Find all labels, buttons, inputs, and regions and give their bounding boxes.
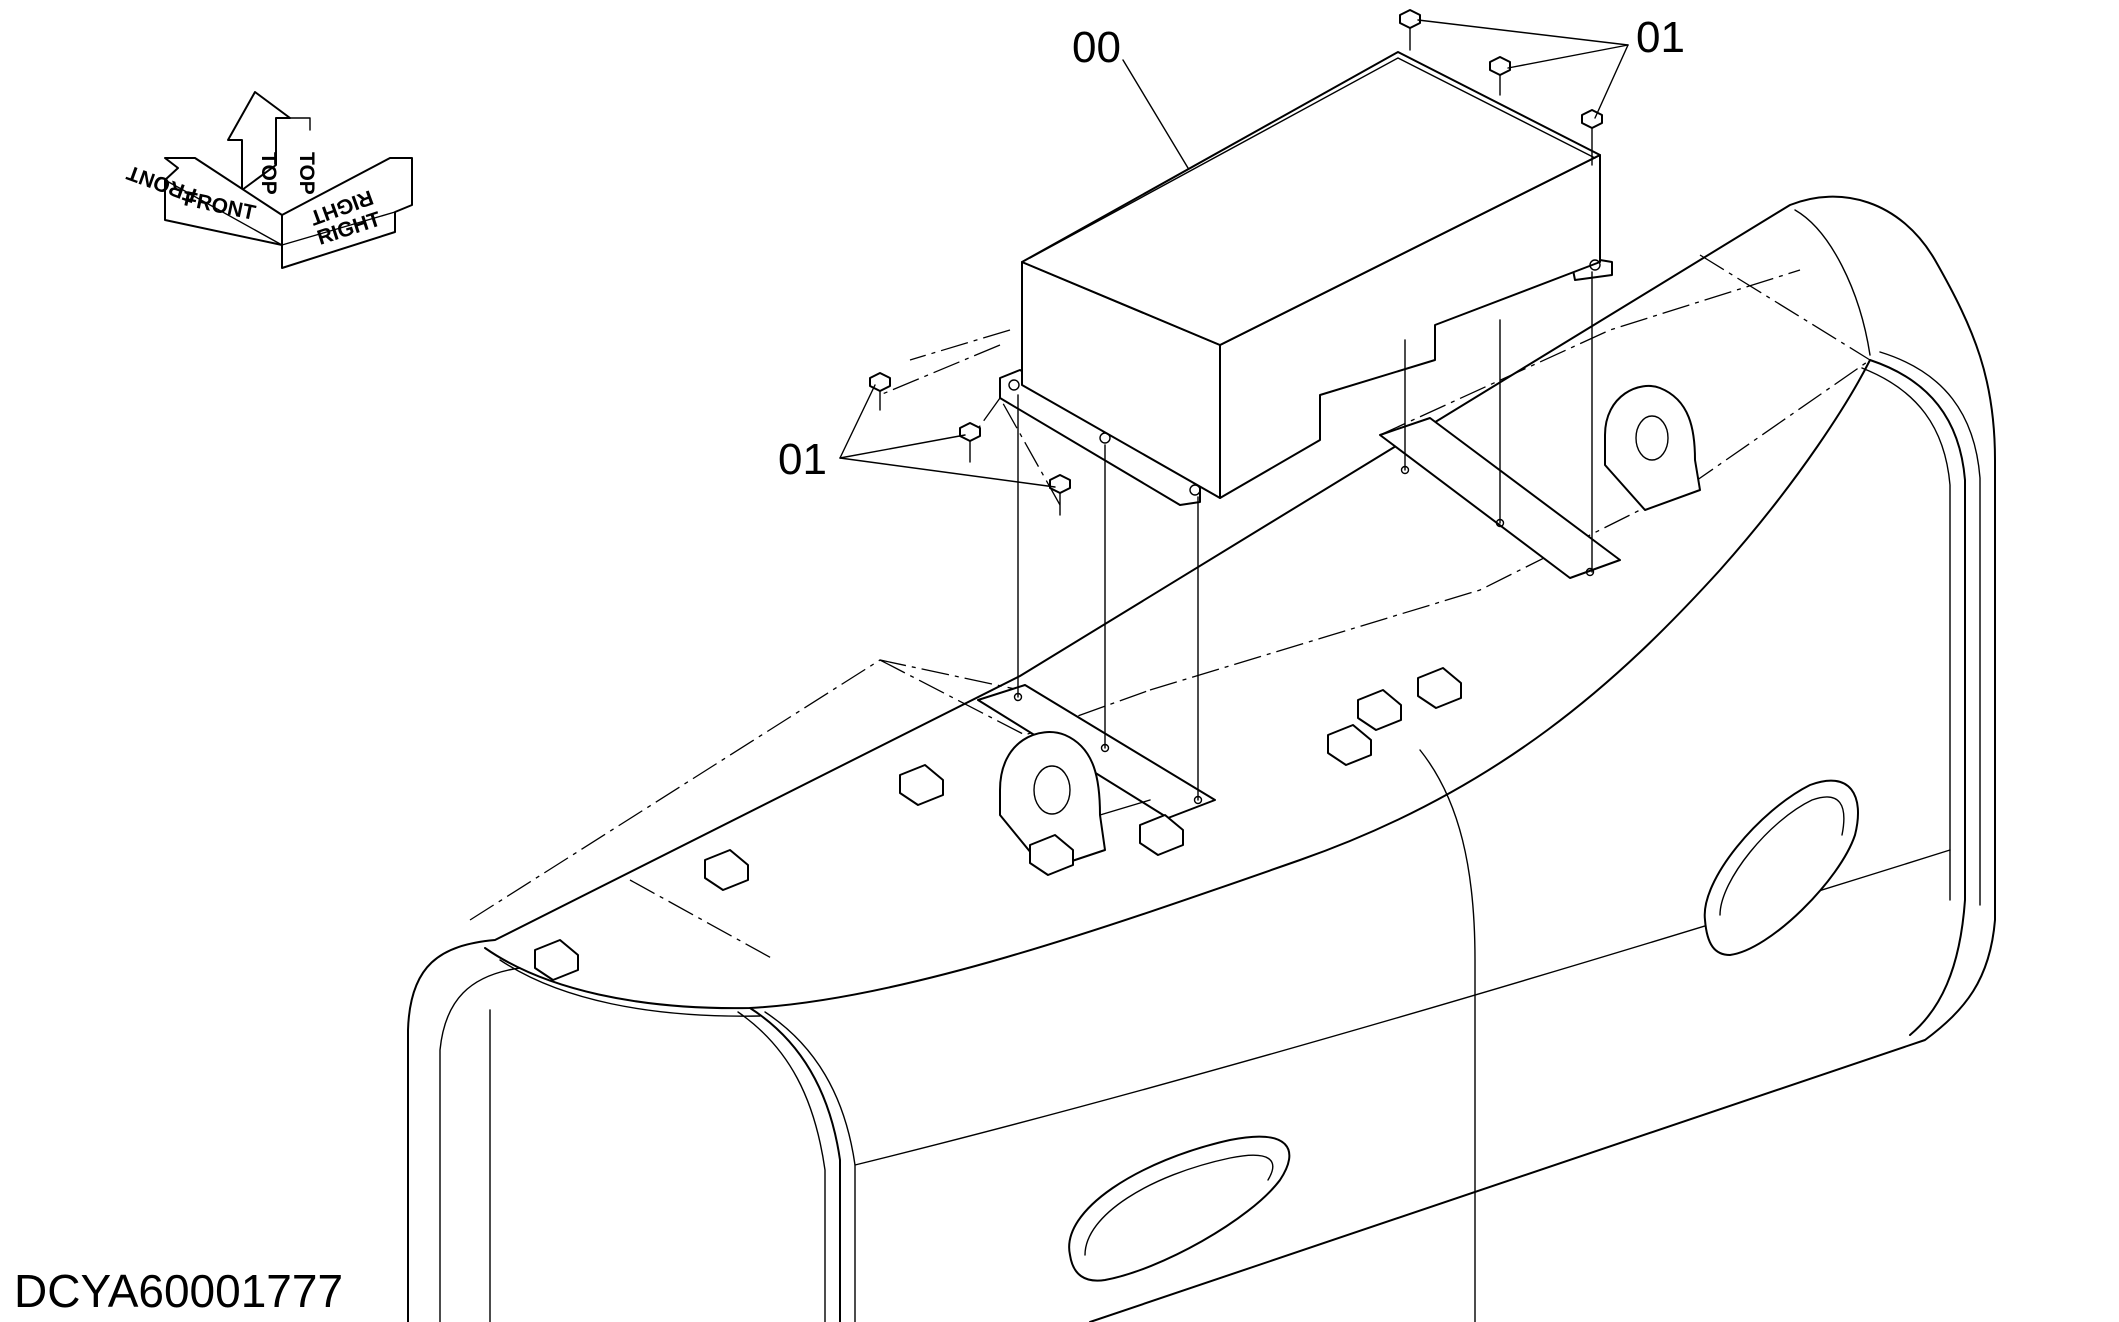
- bolt-icon: [1049, 474, 1071, 494]
- cover-part: [999, 51, 1613, 506]
- front-arrow-icon: [164, 157, 283, 246]
- bolt-icon: [1489, 56, 1511, 76]
- direction-indicator: FRONT FRONT TOP TOP RIGHT RIGHT: [124, 91, 413, 269]
- clips: [534, 667, 1462, 981]
- callout-01-left: 01: [778, 384, 1056, 488]
- callout-01-top-label: 01: [1636, 13, 1685, 62]
- drawing-code: DCYA60001777: [14, 1265, 344, 1317]
- bolt-icon: [959, 422, 981, 442]
- counterweight: [407, 195, 1996, 1322]
- top-label: TOP: [257, 152, 280, 195]
- callout-00-label: 00: [1072, 23, 1121, 72]
- bolt-icon: [1399, 9, 1421, 29]
- callout-01-top: 01: [1417, 13, 1685, 119]
- top-panel-lines: [469, 254, 1871, 961]
- assembly-lines: [879, 24, 1593, 801]
- handle-slots: [1068, 779, 1859, 1282]
- bolts: [869, 9, 1603, 494]
- top-label-side: TOP: [295, 152, 318, 195]
- lifting-eye-rear: [1604, 384, 1701, 511]
- callout-01-left-label: 01: [778, 435, 827, 484]
- bolt-icon: [1581, 109, 1603, 129]
- lifting-eye-front: [999, 731, 1151, 871]
- callout-00: 00: [1072, 23, 1189, 169]
